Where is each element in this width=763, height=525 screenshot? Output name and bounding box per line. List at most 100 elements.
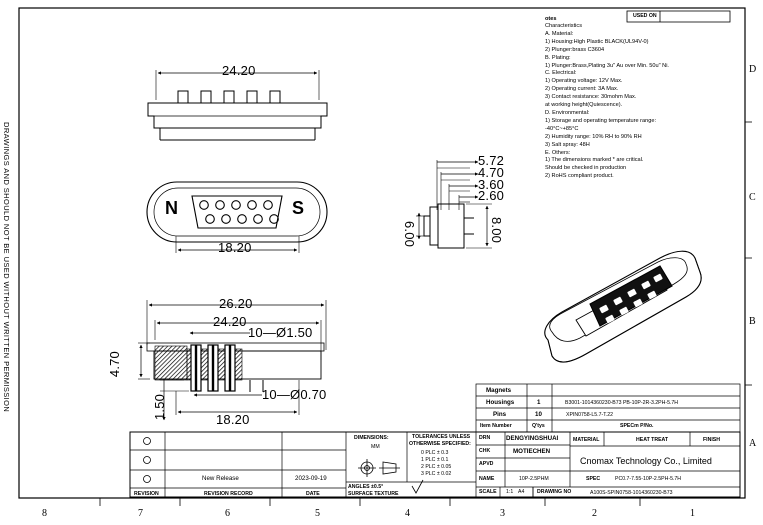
surface-texture-symbol <box>411 479 424 494</box>
finish-label: FINISH <box>703 437 721 443</box>
tolerance-2: 2 PLC ± 0.05 <box>421 464 452 470</box>
dim-left-4-70: 4.70 <box>107 351 123 378</box>
dimensions-label: DIMENSIONS: <box>354 435 389 441</box>
frame-number-3: 3 <box>500 508 505 519</box>
material-label: MATERIAL <box>573 437 600 443</box>
dim-top-width: 24.20 <box>222 63 256 78</box>
dim-side-2-60: 2.60 <box>478 188 505 203</box>
front-label-s: S <box>292 198 305 218</box>
note-line: B. Plating: <box>545 54 571 61</box>
release-date: 2023-09-19 <box>295 475 327 482</box>
note-line: 3) Salt spray: 48H <box>545 141 590 148</box>
scale-label: SCALE <box>479 489 497 495</box>
frame-number-1: 1 <box>690 508 695 519</box>
bom-qty-pins: 10 <box>535 411 542 418</box>
note-line: 1) Operating voltage: 12V Max. <box>545 78 623 85</box>
bom-table <box>475 383 741 433</box>
note-line: Should be checked in production <box>545 165 627 172</box>
note-line: 2) Operating current: 3A Max. <box>545 86 619 93</box>
dim-bottom-18-20: 18.20 <box>216 412 250 427</box>
frame-number-5: 5 <box>315 508 320 519</box>
note-line: A. Material: <box>545 30 574 37</box>
bom-header-item: Item Number <box>480 423 512 429</box>
note-line: 3) Contact resistance: 30mohm Max. <box>545 94 637 101</box>
title-block <box>129 431 741 498</box>
tolerance-title-2: OTHERWISE SPECIFIED: <box>409 441 471 447</box>
apvd-label: APVD <box>479 461 494 467</box>
spec-label: SPEC <box>586 476 601 482</box>
dim-pin-bottom-diameter: 10—Ø0.70 <box>262 387 327 402</box>
revision-circles <box>143 437 151 483</box>
heat-treat-label: HEAT TREAT <box>636 437 669 443</box>
frame-number-6: 6 <box>225 508 230 519</box>
note-line: 2) Humidity range: 10% RH to 90% RH <box>545 133 642 140</box>
note-line: at working height(Quiescence). <box>545 102 623 109</box>
top-view <box>147 70 328 141</box>
date-label: DATE <box>306 491 320 497</box>
bom-header-part: SPECm P/No. <box>620 423 654 429</box>
bom-desc-pins: XPIN0758-L5.7-T.22 <box>566 412 614 418</box>
bom-header-qty: Q'tys <box>532 423 545 429</box>
tolerance-1: 1 PLC ± 0.1 <box>421 457 449 463</box>
frame-number-8: 8 <box>42 508 47 519</box>
note-line: C. Electrical: <box>545 70 577 77</box>
company-name: Cnomax Technology Co., Limited <box>580 456 712 466</box>
dim-bottom-24-20: 24.20 <box>213 314 247 329</box>
dim-side-6-00: 6.00 <box>402 221 417 248</box>
drawing-no: A100S-SPIN0758-1014360230-B73 <box>590 490 673 496</box>
section-view <box>138 300 327 421</box>
dim-pin-top-diameter: 10—Ø1.50 <box>248 325 313 340</box>
note-line: 1) Storage and operating temperature ran… <box>545 117 657 124</box>
dim-side-8-00: 8.00 <box>489 217 504 244</box>
chk-name: MOTIECHEN <box>513 448 551 455</box>
dim-side-5-72: 5.72 <box>478 153 505 168</box>
notes-list: Characteristics A. Material: 1) Housing:… <box>545 23 669 181</box>
dim-side-3-60: 3.60 <box>478 177 505 192</box>
surface-texture-label: SURFACE TEXTURE <box>348 491 399 497</box>
frame-number-4: 4 <box>405 508 410 519</box>
sheet-frame <box>18 7 752 506</box>
dimensions-unit: MM <box>371 444 380 450</box>
sheet-value: A4 <box>518 489 525 495</box>
projection-symbol <box>358 459 400 477</box>
used-on-label: USED ON <box>633 13 657 19</box>
drn-name: DENGYINGSHUAI <box>506 435 559 442</box>
bom-desc-housings: B3001-1014360230-B73 PB-10P-2R-3.2PH-5.7… <box>565 400 679 406</box>
name-label: NAME <box>479 476 495 482</box>
note-line: E. Others: <box>545 149 571 156</box>
front-label-n: N <box>165 198 178 218</box>
note-line: Characteristics <box>545 23 582 29</box>
tolerance-3: 3 PLC ± 0.02 <box>421 471 452 477</box>
isometric-view <box>544 250 702 363</box>
bom-label-magnets: Magnets <box>486 387 512 394</box>
note-line: 1) Housing:High Plastic BLACK(UL94V-0) <box>545 38 649 45</box>
scale-value: 1:1 <box>506 489 514 495</box>
frame-letter-b: B <box>749 316 756 327</box>
dim-left-1-50: 1.50 <box>152 393 167 420</box>
bom-qty-housings: 1 <box>537 399 541 406</box>
side-view <box>416 160 492 249</box>
revision-record-label: REVISION RECORD <box>204 491 253 497</box>
frame-number-2: 2 <box>592 508 597 519</box>
new-release-text: New Release <box>202 475 239 482</box>
note-line: 1) Plunger:Brass,Plating 3u" Au over Min… <box>545 62 669 69</box>
frame-letter-a: A <box>749 438 757 449</box>
side-notice: DRAWINGS AND SHOULD NOT BE USED WITHOUT … <box>2 122 11 413</box>
frame-number-7: 7 <box>138 508 143 519</box>
revision-label: REVISION <box>134 491 159 497</box>
note-line: 2) RoHS compliant product. <box>545 173 614 180</box>
front-view <box>146 181 328 253</box>
dim-bottom-26-20: 26.20 <box>219 296 253 311</box>
drn-label: DRN <box>479 435 491 441</box>
note-line: 2) Plunger:brass C3604 <box>545 46 605 53</box>
note-line: D. Environmental: <box>545 109 590 116</box>
note-line: 1) The dimensions marked * are critical. <box>545 157 644 164</box>
spec-value: PC0.7-7.55-10P-2.5PH-5.7H <box>615 476 682 482</box>
drawing-no-label: DRAWING NO <box>537 489 572 495</box>
bom-label-pins: Pins <box>493 411 507 418</box>
tolerance-title-1: TOLERANCES UNLESS <box>412 434 471 440</box>
note-line: -40°C~+85°C <box>545 125 579 132</box>
frame-letter-c: C <box>749 192 756 203</box>
frame-letter-d: D <box>749 64 757 75</box>
